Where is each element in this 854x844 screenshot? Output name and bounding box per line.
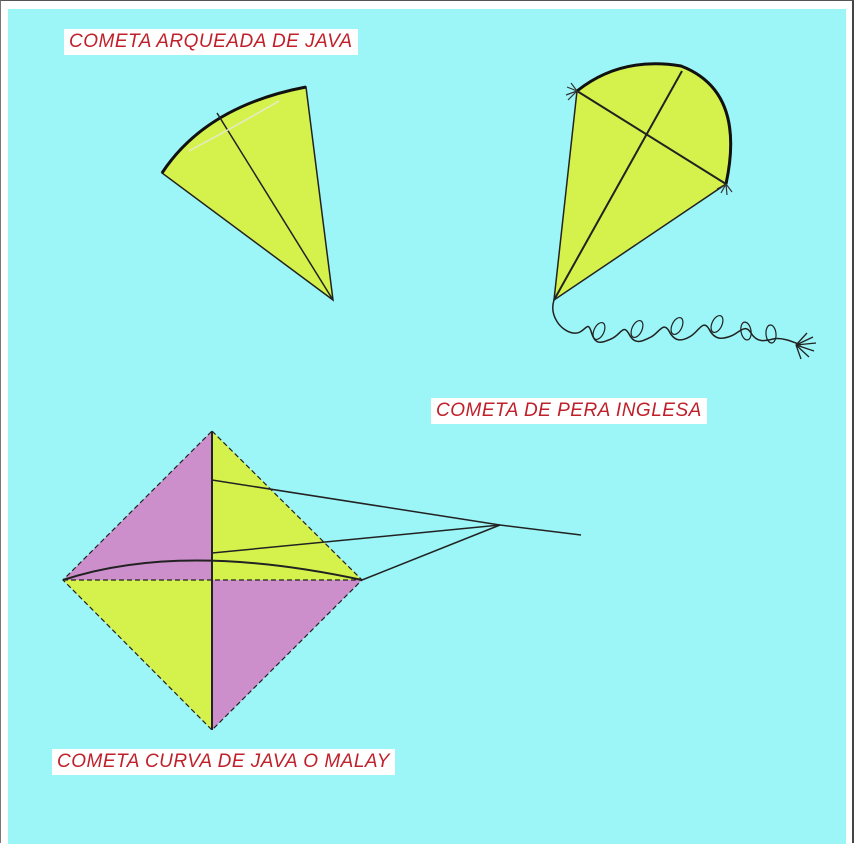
pear-kite-tail	[552, 299, 802, 346]
malay-bridle-lines	[211, 479, 501, 581]
caption-malay-curved-kite: COMETA CURVA DE JAVA O MALAY	[52, 749, 395, 775]
arched-kite-crossbar	[188, 100, 280, 152]
arched-java-kite	[160, 85, 334, 302]
pear-kite-spine	[553, 70, 683, 301]
pear-kite-sail	[553, 63, 732, 302]
caption-english-pear-kite: COMETA DE PERA INGLESA	[431, 398, 707, 424]
english-pear-kite	[552, 62, 817, 360]
pear-kite-tail-loops	[592, 314, 777, 344]
pear-kite-tassel-right	[716, 183, 733, 196]
pear-kite-tail-tassel	[795, 332, 817, 360]
malay-flying-line	[499, 524, 582, 536]
malay-sail-outline	[62, 430, 363, 731]
pear-kite-tassel-left	[565, 82, 578, 101]
pear-kite-top-edge	[576, 62, 733, 185]
pear-kite-crossbar	[576, 90, 727, 185]
caption-arched-java-kite: COMETA ARQUEADA DE JAVA	[64, 29, 358, 55]
arched-kite-spine	[216, 112, 334, 301]
malay-curved-kite	[62, 430, 582, 731]
malay-bow	[62, 559, 363, 581]
